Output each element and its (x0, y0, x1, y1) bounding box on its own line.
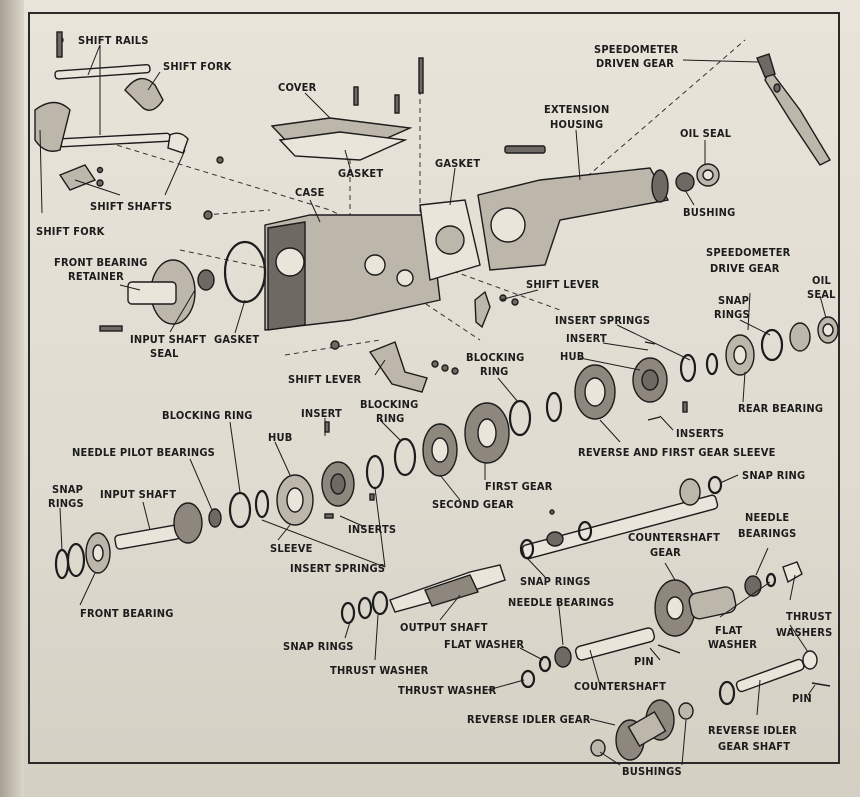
label-shift-lever-right: SHIFT LEVER (526, 278, 600, 291)
label-countershaft: COUNTERSHAFT (574, 680, 666, 693)
label-snap-rings-right-1: SNAP (718, 294, 749, 307)
label-extension-1: EXTENSION (544, 103, 610, 116)
label-front-retainer-1: FRONT BEARING (54, 256, 148, 269)
label-reverse-first-sleeve: REVERSE AND FIRST GEAR SLEEVE (578, 446, 776, 459)
upper-mainshaft-parts (508, 316, 839, 437)
label-shift-rails: SHIFT RAILS (78, 34, 149, 47)
label-blocking-mid-1: BLOCKING (466, 351, 524, 364)
label-snap-ring-right: SNAP RING (742, 469, 805, 482)
label-first-gear: FIRST GEAR (485, 480, 553, 493)
label-shift-lever-bottom: SHIFT LEVER (288, 373, 362, 386)
label-gasket-front: GASKET (214, 333, 259, 346)
callout-labels: SHIFT RAILS SHIFT FORK SHIFT FORK SHIFT … (36, 34, 836, 778)
label-front-retainer-2: RETAINER (68, 270, 124, 283)
label-input-seal-2: SEAL (150, 347, 179, 360)
label-blocking-left: BLOCKING RING (162, 409, 253, 422)
label-shift-shafts: SHIFT SHAFTS (90, 200, 172, 213)
label-thrust-washers-1: THRUST (786, 610, 832, 623)
label-reverse-idler-gear: REVERSE IDLER GEAR (467, 713, 591, 726)
label-second-gear: SECOND GEAR (432, 498, 514, 511)
label-snap-rings-left-2: RINGS (48, 497, 84, 510)
cover-assembly (270, 57, 424, 161)
label-oil-seal-right-1: OIL (812, 274, 831, 287)
label-speedo-drive-2: DRIVE GEAR (710, 262, 780, 275)
label-blocking-mid-2: RING (480, 365, 509, 378)
diagram-frame (28, 12, 840, 764)
label-front-bearing: FRONT BEARING (80, 607, 174, 620)
label-needle-right-1: NEEDLE (745, 511, 789, 524)
label-snap-rings-left-1: SNAP (52, 483, 83, 496)
label-flat-washer-mid: FLAT WASHER (444, 638, 524, 651)
label-output-shaft: OUTPUT SHAFT (400, 621, 488, 634)
label-gasket-housing: GASKET (435, 157, 480, 170)
label-pin-mid: PIN (634, 655, 654, 668)
case (264, 214, 441, 350)
label-sleeve: SLEEVE (270, 542, 313, 555)
label-rear-bearing: REAR BEARING (738, 402, 823, 415)
label-snap-rings-right-2: RINGS (714, 308, 750, 321)
label-inserts-right: INSERTS (676, 427, 724, 440)
label-bushing: BUSHING (683, 206, 735, 219)
leader-lines (39, 44, 827, 766)
label-shift-fork-top: SHIFT FORK (163, 60, 232, 73)
countershaft-assembly (520, 627, 681, 689)
label-blocking-center-2: RING (376, 412, 405, 425)
label-needle-pilot: NEEDLE PILOT BEARINGS (72, 446, 215, 459)
label-flat-washer-right-2: WASHER (708, 638, 757, 651)
output-shaft-assembly (340, 475, 723, 625)
label-speedo-driven-2: DRIVEN GEAR (596, 57, 674, 70)
label-case: CASE (295, 186, 325, 199)
label-pin-right: PIN (792, 692, 812, 705)
label-reverse-idler-shaft-1: REVERSE IDLER (708, 724, 797, 737)
label-countershaft-gear-1: COUNTERSHAFT (628, 531, 720, 544)
label-blocking-center-1: BLOCKING (360, 398, 418, 411)
label-thrust-washer-b: THRUST WASHER (398, 684, 497, 697)
label-input-seal-1: INPUT SHAFT (130, 333, 206, 346)
label-cover: COVER (278, 81, 317, 94)
label-snap-rings-mid: SNAP RINGS (520, 575, 591, 588)
label-inserts-left: INSERTS (348, 523, 396, 536)
label-needle-mid: NEEDLE BEARINGS (508, 596, 614, 609)
label-snap-rings-bottom: SNAP RINGS (283, 640, 354, 653)
label-hub-left: HUB (268, 431, 292, 444)
label-shift-fork-left: SHIFT FORK (36, 225, 105, 238)
label-insert-top: INSERT (566, 332, 607, 345)
extension-housing-assembly (419, 53, 831, 281)
label-insert-left: INSERT (301, 407, 342, 420)
label-extension-2: HOUSING (550, 118, 603, 131)
label-insert-springs-bottom: INSERT SPRINGS (290, 562, 385, 575)
label-input-shaft: INPUT SHAFT (100, 488, 176, 501)
label-speedo-drive-1: SPEEDOMETER (706, 246, 791, 259)
middle-gear-row (208, 402, 510, 529)
input-shaft-assembly (54, 502, 203, 580)
label-thrust-washer-a: THRUST WASHER (330, 664, 429, 677)
label-needle-right-2: BEARINGS (738, 527, 796, 540)
label-gasket-cover: GASKET (338, 167, 383, 180)
label-countershaft-gear-2: GEAR (650, 546, 681, 559)
label-insert-springs-top: INSERT SPRINGS (555, 314, 650, 327)
page-gutter (0, 0, 24, 797)
label-reverse-idler-shaft-2: GEAR SHAFT (718, 740, 790, 753)
reverse-idler-assembly (590, 650, 831, 761)
label-flat-washer-right-1: FLAT (715, 624, 742, 637)
shift-rails-assembly (34, 31, 224, 220)
label-oil-seal-right-2: SEAL (807, 288, 836, 301)
label-hub-top: HUB (560, 350, 584, 363)
label-speedo-driven-1: SPEEDOMETER (594, 43, 679, 56)
label-thrust-washers-2: WASHERS (776, 626, 832, 639)
label-bushings: BUSHINGS (622, 765, 682, 778)
label-oil-seal-top: OIL SEAL (680, 127, 732, 140)
